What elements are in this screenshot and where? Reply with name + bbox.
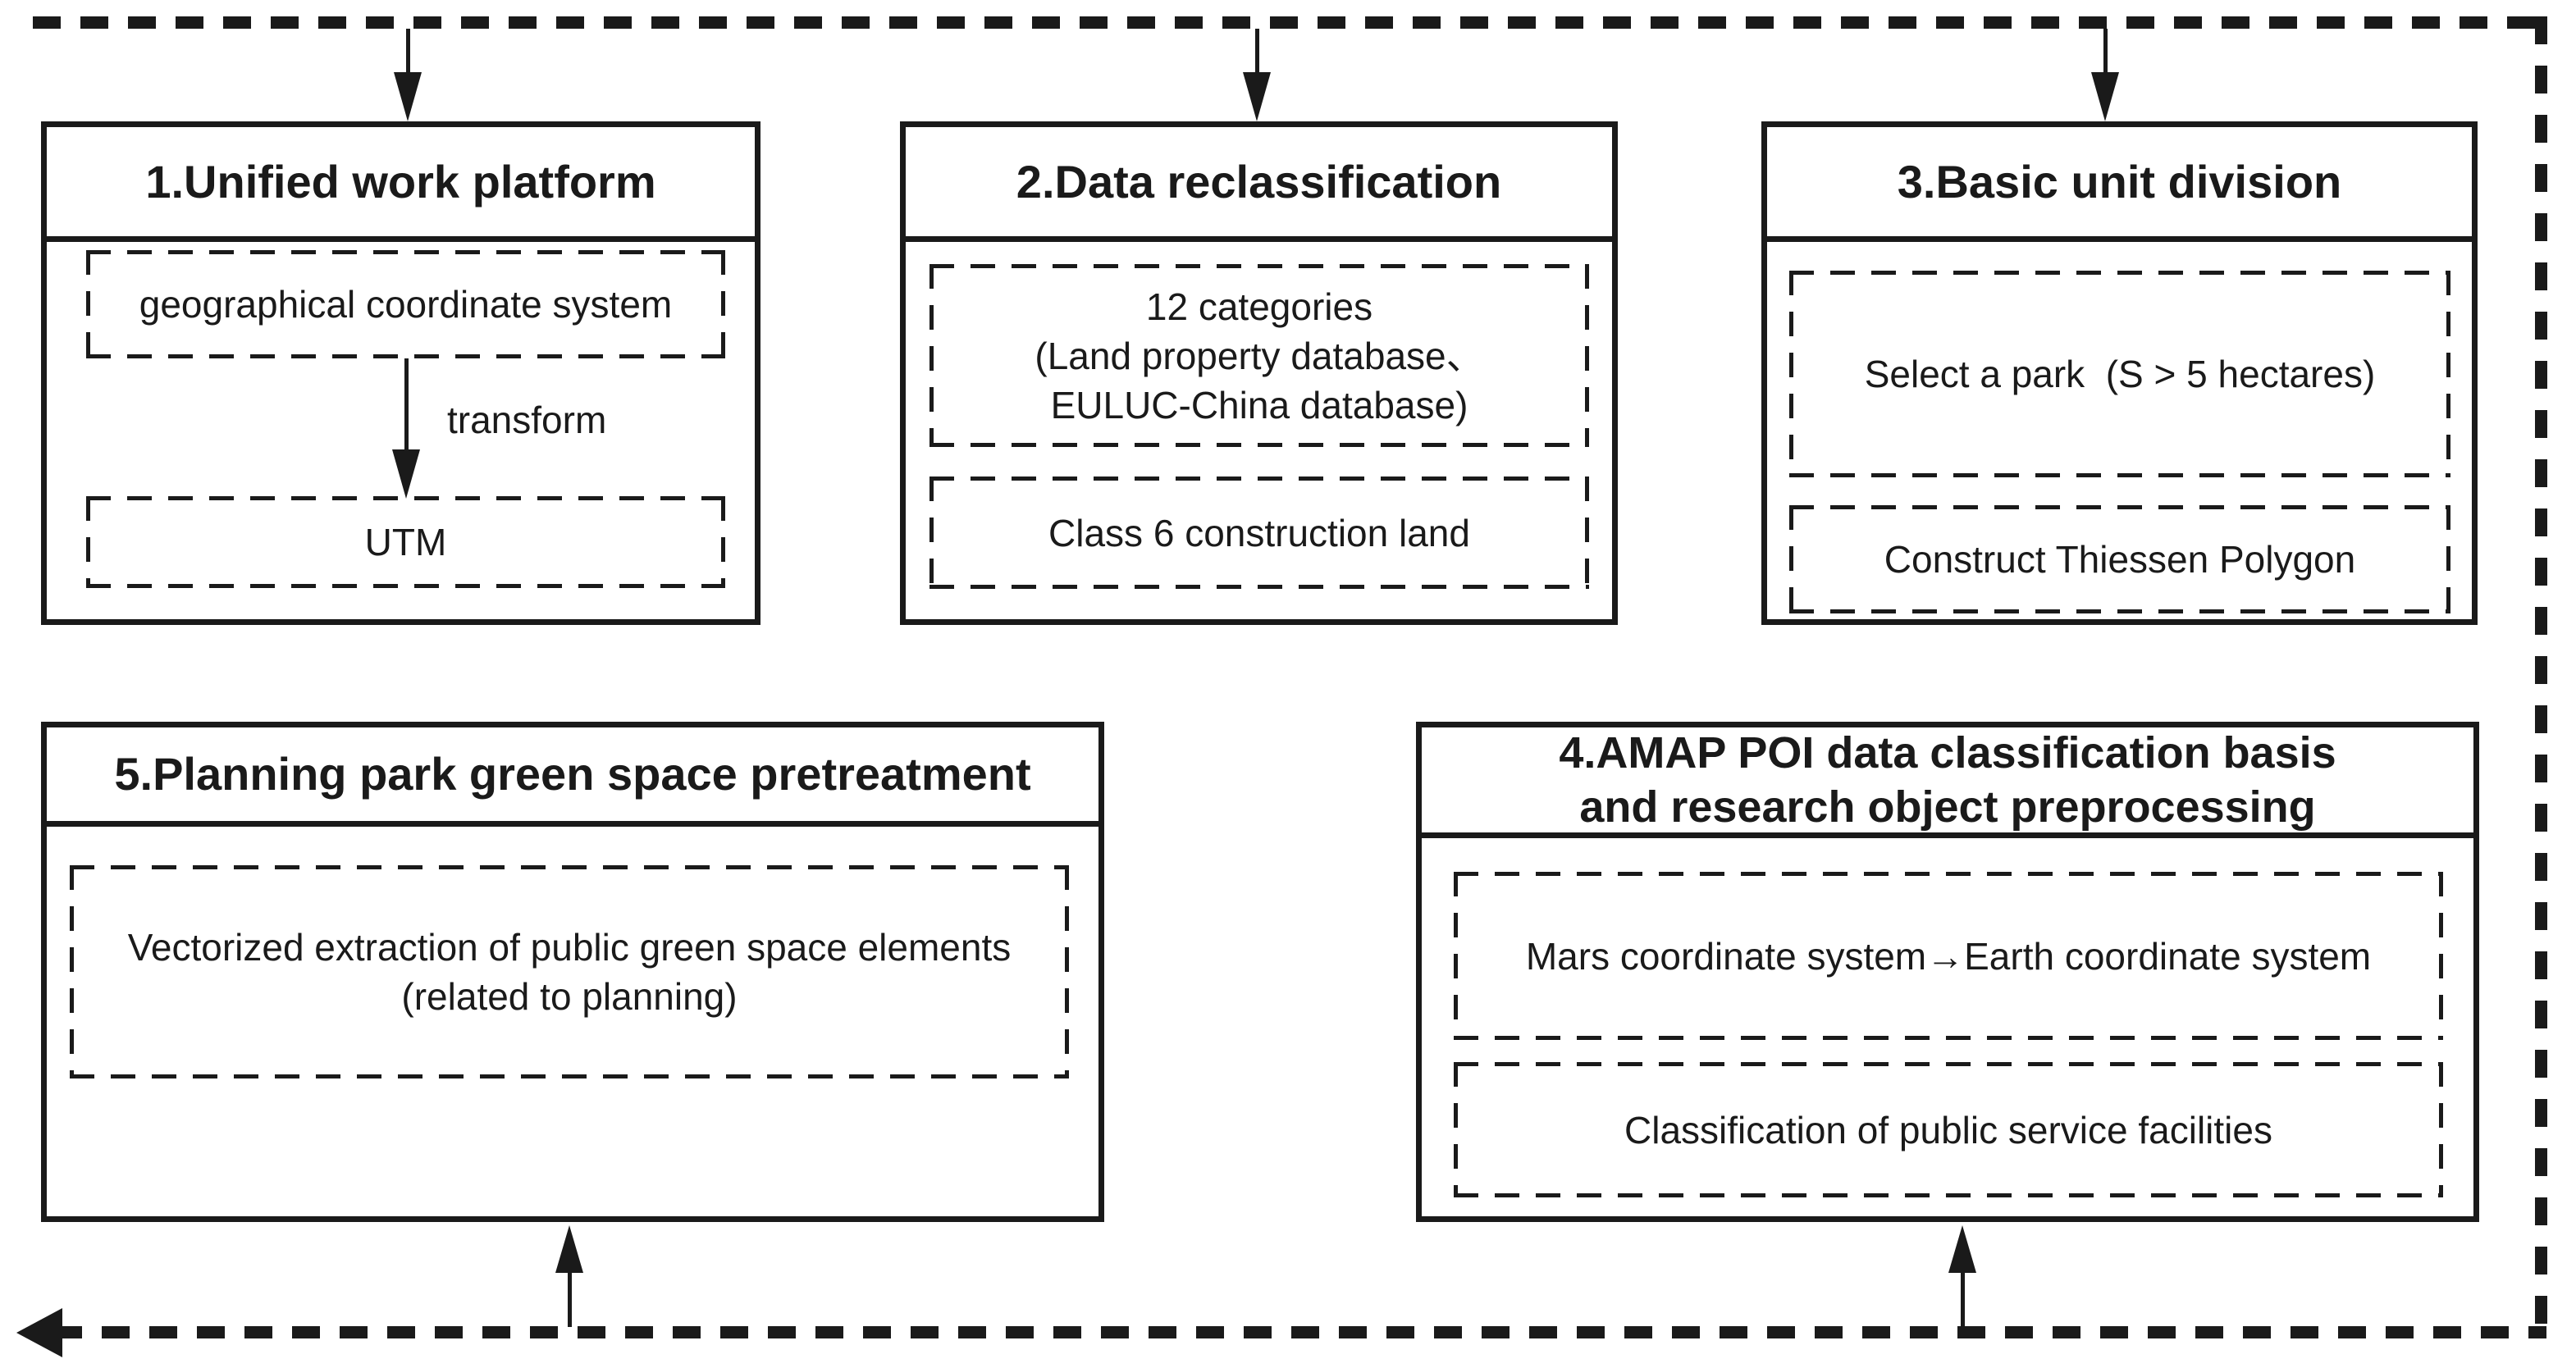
flow-border-top: [33, 16, 2546, 29]
item-text-line: (Land property database、: [1035, 334, 1484, 377]
item-text: Select a park (S > 5 hectares): [1864, 353, 2376, 395]
box-title-text-line: 4.AMAP POI data classification basis: [1559, 728, 2336, 777]
item-geographical-coordinate-system: geographical coordinate system: [86, 250, 725, 358]
box-basic-unit-division-title: 3.Basic unit division: [1767, 127, 2472, 242]
item-text: Mars coordinate system→Earth coordinate …: [1525, 934, 2372, 978]
arrow-line: [1961, 1270, 1965, 1327]
flow-exit-arrow-left-icon: [16, 1308, 62, 1357]
arrow-line: [1255, 29, 1259, 80]
box-planning-green-space-pretreatment-title: 5.Planning park green space pretreatment: [47, 727, 1098, 827]
item-text-line: EULUC-China database): [1050, 383, 1468, 426]
item-text: Construct Thiessen Polygon: [1884, 538, 2356, 581]
box-unified-work-platform-title: 1.Unified work platform: [47, 127, 755, 242]
box-title-text: 5.Planning park green space pretreatment: [114, 748, 1031, 800]
item-12-categories: 12 categories (Land property database、 E…: [929, 264, 1589, 447]
box-title-text: 1.Unified work platform: [145, 155, 656, 207]
item-text: Classification of public service facilit…: [1624, 1108, 2272, 1151]
box-title-text-line: and research object preprocessing: [1579, 782, 2316, 832]
item-text: UTM: [364, 521, 447, 563]
arrow-line: [2103, 29, 2108, 80]
flow-border-bottom: [54, 1326, 2546, 1338]
item-select-a-park: Select a park (S > 5 hectares): [1789, 271, 2450, 477]
arrowhead-up-icon: [1948, 1225, 1976, 1273]
item-vectorized-extraction: Vectorized extraction of public green sp…: [70, 865, 1069, 1078]
arrowhead-up-icon: [555, 1225, 583, 1273]
arrow-line: [406, 29, 410, 80]
item-text: geographical coordinate system: [139, 283, 673, 326]
transform-arrow-label: transform: [447, 399, 607, 441]
flow-border-right: [2535, 16, 2547, 1339]
box-title-text: 2.Data reclassification: [1016, 155, 1502, 207]
item-text: Class 6 construction land: [1048, 511, 1470, 554]
arrowhead-down-icon: [394, 72, 422, 121]
item-construct-thiessen-polygon: Construct Thiessen Polygon: [1789, 505, 2450, 613]
arrow-line: [404, 358, 409, 453]
arrowhead-down-icon: [2091, 72, 2119, 121]
item-classification-public-service-facilities: Classification of public service facilit…: [1454, 1062, 2443, 1197]
item-utm: UTM: [86, 496, 725, 588]
item-text-line: 12 categories: [1145, 285, 1373, 328]
arrowhead-down-icon: [392, 449, 420, 499]
item-mars-to-earth-coordinate: Mars coordinate system→Earth coordinate …: [1454, 872, 2443, 1040]
box-title-text: 3.Basic unit division: [1897, 155, 2342, 207]
item-class-6-construction-land: Class 6 construction land: [929, 477, 1589, 589]
item-text-line: Vectorized extraction of public green sp…: [127, 926, 1012, 969]
box-amap-poi-preprocessing-title: 4.AMAP POI data classification basis and…: [1422, 727, 2473, 838]
item-text-line: (related to planning): [401, 975, 738, 1018]
box-data-reclassification-title: 2.Data reclassification: [906, 127, 1612, 242]
arrow-line: [568, 1270, 572, 1327]
arrowhead-down-icon: [1243, 72, 1271, 121]
